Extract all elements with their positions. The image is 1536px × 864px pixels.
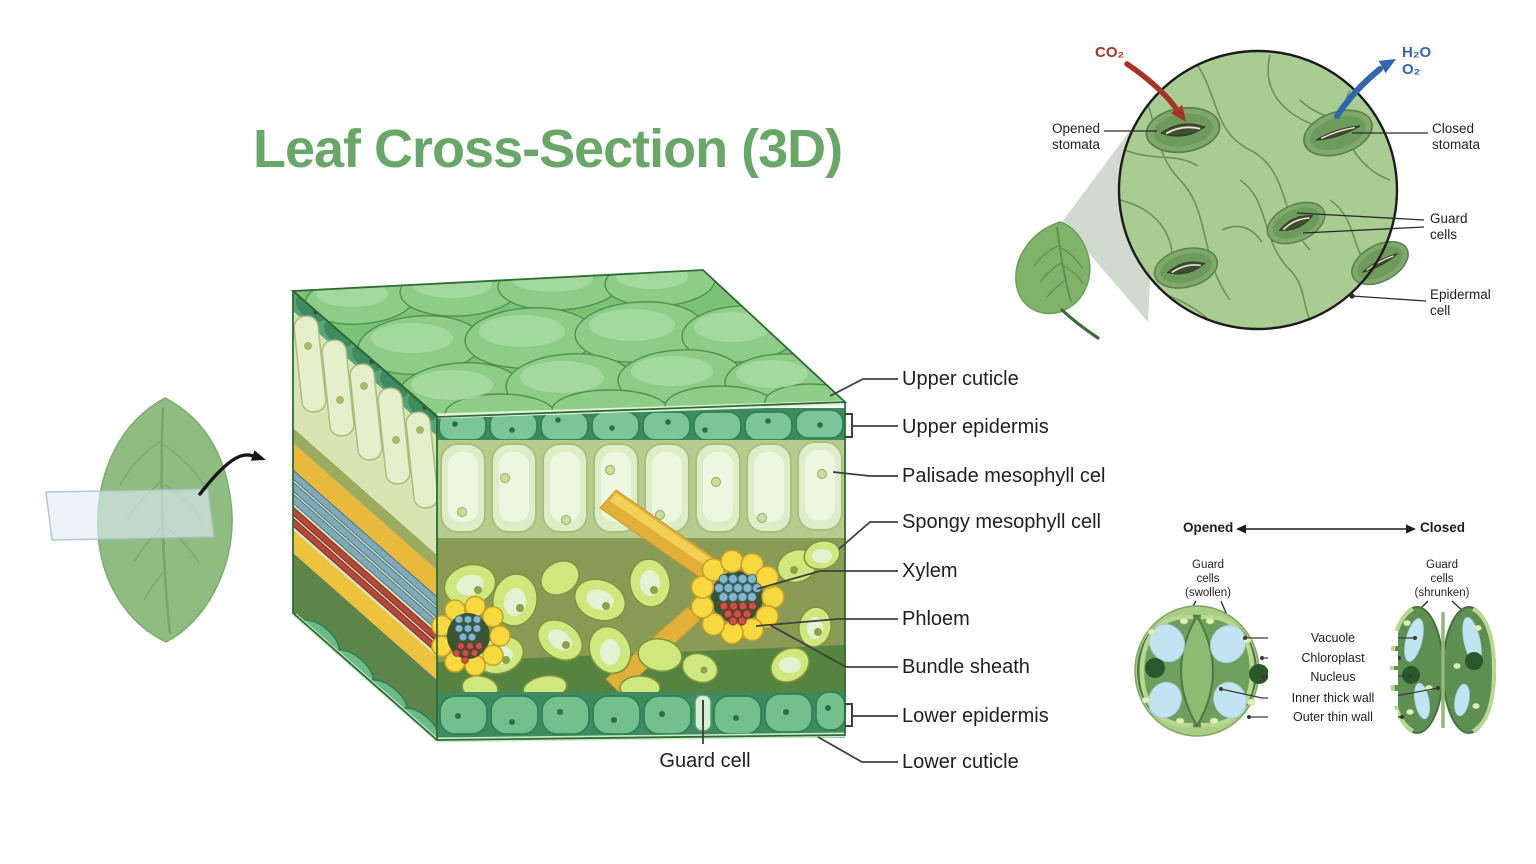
front-cut-face [293, 408, 846, 743]
opened-closed-arrow [1236, 524, 1416, 534]
header-closed: Closed [1420, 520, 1466, 535]
label-spongy-mesophyll: Spongy mesophyll cell [902, 511, 1101, 533]
o2-h2o-arrow [1334, 59, 1396, 119]
phloem-dots [719, 601, 757, 626]
main-leader-lines [702, 378, 898, 763]
guard-cells-figure [1134, 524, 1497, 737]
lower-epidermis-layer [293, 613, 846, 743]
page-title: Leaf Cross-Section (3D) [253, 119, 843, 179]
h2o-o2-label: H₂O O₂ [1402, 44, 1432, 78]
co2-label: CO₂ [1095, 44, 1125, 61]
cut-plane [45, 488, 215, 541]
label-phloem: Phloem [902, 608, 970, 630]
label-closed-stomata: Closed stomata [1432, 121, 1481, 152]
label-nucleus: Nucleus [1268, 670, 1398, 685]
header-opened: Opened [1183, 520, 1234, 535]
label-vacuole: Vacuole [1268, 631, 1398, 646]
label-xylem: Xylem [902, 560, 958, 582]
label-inner-thick-wall: Inner thick wall [1268, 691, 1398, 706]
stomata-leader-lines [1104, 130, 1428, 302]
stomata-surface-view [1015, 49, 1428, 340]
label-lower-epidermis: Lower epidermis [902, 705, 1049, 727]
xylem-dots [714, 574, 762, 602]
opened-stoma-art [1134, 605, 1269, 737]
label-guard-cells: Guard cells [1430, 211, 1468, 242]
label-outer-thin-wall: Outer thin wall [1268, 710, 1398, 725]
label-epidermal-cell: Epidermal cell [1430, 287, 1491, 318]
label-opened-stomata: Opened stomata [1051, 121, 1100, 152]
small-leaf [1015, 221, 1100, 340]
curved-arrow [198, 450, 266, 496]
co2-arrow [1124, 61, 1186, 122]
side-vascular-bundle-end [431, 595, 511, 677]
label-palisade-mesophyll: Palisade mesophyll cel [902, 465, 1106, 487]
label-lower-cuticle: Lower cuticle [902, 751, 1019, 773]
label-upper-epidermis: Upper epidermis [902, 416, 1049, 438]
label-upper-cuticle: Upper cuticle [902, 368, 1019, 390]
closed-stoma-art [1389, 606, 1497, 734]
caption-guard-cells-shrunken: Guard cells (shrunken) [1414, 559, 1470, 599]
palisade-layer [437, 440, 845, 540]
label-chloroplast: Chloroplast [1268, 651, 1398, 666]
vascular-bundle [690, 549, 785, 645]
label-guard-cell: Guard cell [659, 750, 751, 772]
label-bundle-sheath: Bundle sheath [902, 656, 1030, 678]
side-cut-face [293, 291, 437, 740]
caption-guard-cells-swollen: Guard cells (swollen) [1184, 559, 1231, 599]
